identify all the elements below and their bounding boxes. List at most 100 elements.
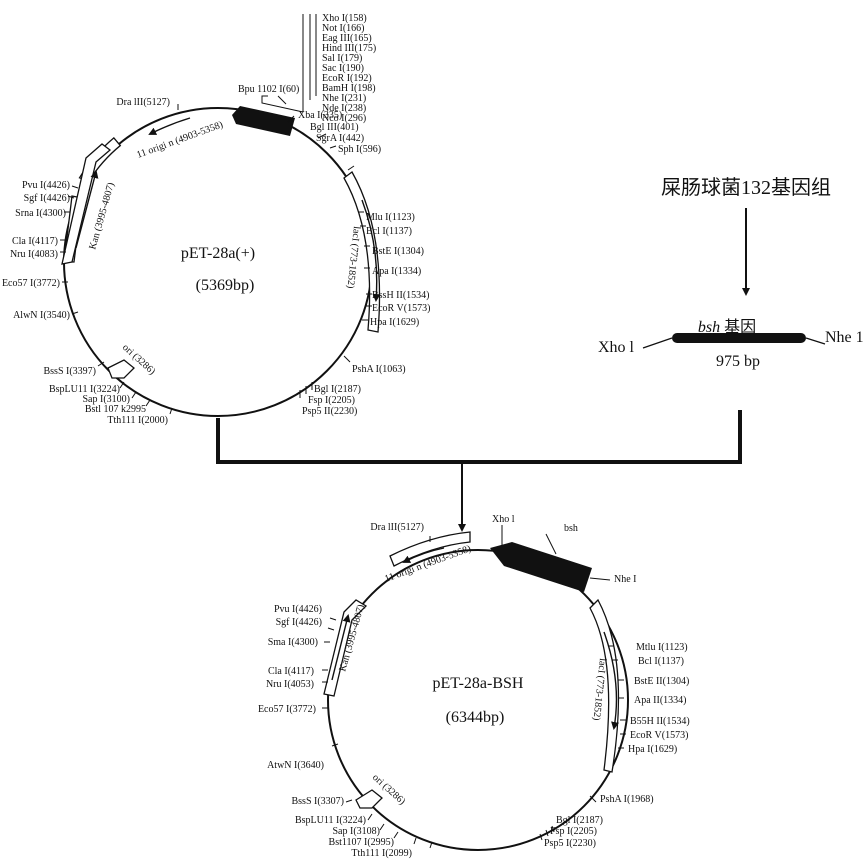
bottom-left-site: Eco57 I(3772) (258, 704, 316, 715)
top-left-site: BspLU11 I(3224) (49, 384, 120, 395)
top-mcs-site: BamH I(198) (322, 83, 376, 94)
bottom-insert-xho: Xho l (492, 514, 515, 525)
top-mcs-site: EcoR I(192) (322, 73, 372, 84)
plasmid-bottom: pET-28a-BSH (6344bp) 11 origi n (4903-53… (258, 514, 690, 859)
top-right-site: Bgl I(2187) (314, 384, 361, 395)
top-mcs-site: Eag III(165) (322, 33, 372, 44)
top-left-site: Sgf I(4426) (24, 193, 70, 204)
top-left-site: BssS I(3397) (43, 366, 96, 377)
bottom-left-site: Tth111 I(2099) (351, 848, 412, 859)
bottom-right-site: Hpa I(1629) (628, 744, 677, 755)
insert-panel: 屎肠球菌132基因组 bsh 基因 Xho l Nhe 1 975 bp (598, 176, 864, 370)
bottom-left-site: Pvu I(4426) (274, 604, 322, 615)
plasmid-top: pET-28a(+) (5369bp) 11 origi n (4903-535… (2, 13, 430, 426)
bottom-left-site: Sgf I(4426) (276, 617, 322, 628)
top-mcs-block (232, 106, 295, 136)
bottom-right-site: Fsp I(2205) (550, 826, 597, 837)
top-mcs-site: Nhe I(231) (322, 93, 366, 104)
gene-name: bsh (698, 319, 720, 336)
bottom-right-site: EcoR V(1573) (630, 730, 688, 741)
top-left-site: Bstl 107 k2995 (85, 404, 146, 415)
bottom-bsh-block (490, 542, 592, 592)
top-right-site: Mlu I(1123) (366, 212, 415, 223)
bottom-insert-nhe: Nhe I (614, 574, 637, 585)
top-right-site: Apa I(1334) (372, 266, 421, 277)
top-right-site: EcoR V(1573) (372, 303, 430, 314)
gene-right-site: Nhe 1 (825, 329, 864, 346)
bottom-left-site: Nru I(4053) (266, 679, 314, 690)
top-mcs-site: Not I(166) (322, 23, 365, 34)
gene-length: 975 bp (716, 353, 760, 370)
bottom-left-site-list: Dra lII(5127) Pvu I(4426) Sgf I(4426) Sm… (258, 522, 424, 859)
top-plasmid-size: (5369bp) (196, 277, 255, 294)
ligation-connector (216, 410, 742, 532)
top-right-site: BstE I(1304) (372, 246, 424, 257)
top-mcs-site: Nde I(238) (322, 103, 366, 114)
top-right-site-list: Xba I(335) Bgl III(401) SgrA I(442) Sph … (298, 110, 430, 417)
bottom-left-site: AtwN I(3640) (267, 760, 324, 771)
top-right-site: Hpa I(1629) (370, 317, 419, 328)
bottom-plasmid-name: pET-28a-BSH (433, 675, 524, 692)
gene-title: bsh 基因 (698, 318, 756, 336)
bottom-left-site: Cla I(4117) (268, 666, 314, 677)
plasmid-bottom-backbone (327, 549, 629, 851)
top-left-site: Tth111 I(2000) (107, 415, 168, 426)
top-right-site: Sph I(596) (338, 144, 381, 155)
top-kan-label: Kan (3995-4807) (87, 181, 117, 251)
bottom-ori-arrow (355, 789, 383, 809)
top-right-site: SgrA I(442) (316, 133, 364, 144)
bsh-gene-bar (672, 333, 806, 343)
top-mcs-site: Xho I(158) (322, 13, 367, 24)
gene-left-site: Xho l (598, 339, 635, 356)
top-mcs-site: Sac I(190) (322, 63, 364, 74)
top-left-site: Pvu I(4426) (22, 180, 70, 191)
top-plasmid-name: pET-28a(+) (181, 245, 255, 262)
bottom-right-site: PshA I(1968) (600, 794, 654, 805)
top-left-site: Cla I(4117) (12, 236, 58, 247)
bottom-right-site: Psp5 I(2230) (544, 838, 596, 849)
genome-title: 屎肠球菌132基因组 (661, 176, 831, 199)
bottom-right-site: B55H II(1534) (630, 716, 690, 727)
top-mcs-site: Nco I(296) (322, 113, 366, 124)
top-left-site-list: Dra lII(5127) Pvu I(4426) Sgf I(4426) Sr… (2, 97, 170, 426)
bottom-left-site: Sma I(4300) (268, 637, 318, 648)
top-mcs-bracket (261, 14, 317, 113)
top-laci-box (343, 171, 381, 333)
top-right-site: Psp5 II(2230) (302, 406, 357, 417)
top-kan-box (61, 143, 112, 265)
bottom-left-site: BssS I(3307) (291, 796, 344, 807)
bottom-laci-label: lacI (773-1852) (590, 658, 607, 721)
top-right-site: BssH II(1534) (372, 290, 430, 301)
top-right-site: Bcl I(1137) (366, 226, 412, 237)
gene-suffix: 基因 (720, 318, 756, 336)
top-left-site: Eco57 I(3772) (2, 278, 60, 289)
bottom-left-site: Dra lII(5127) (370, 522, 424, 533)
bottom-right-site: Mtlu I(1123) (636, 642, 688, 653)
top-left-site: Srna I(4300) (15, 208, 66, 219)
top-left-site: Nru I(4083) (10, 249, 58, 260)
top-right-site: Bgl III(401) (310, 122, 359, 133)
top-left-site: Dra lII(5127) (116, 97, 170, 108)
bottom-right-site: Bgl I(2187) (556, 815, 603, 826)
top-right-site: PshA I(1063) (352, 364, 406, 375)
top-left-site: AlwN I(3540) (13, 310, 70, 321)
top-right-site: Xba I(335) (298, 110, 342, 121)
bottom-plasmid-size: (6344bp) (446, 709, 505, 726)
top-mcs-site: Sal I(179) (322, 53, 362, 64)
bottom-right-site: Apa II(1334) (634, 695, 686, 706)
bottom-right-site: BstE II(1304) (634, 676, 689, 687)
top-laci-label: lacI (773-1852) (344, 226, 361, 289)
bottom-insert-bsh: bsh (564, 523, 578, 534)
bottom-right-site: Bcl I(1137) (638, 656, 684, 667)
top-mcs-site: Hind III(175) (322, 43, 376, 54)
bottom-right-site-list: Mtlu I(1123) Bcl I(1137) BstE II(1304) A… (544, 642, 690, 849)
bottom-left-site: Bst1107 I(2995) (329, 837, 394, 848)
bottom-left-site: BspLU11 I(3224) (295, 815, 366, 826)
top-mcs-site-list: Xho I(158) Not I(166) Eag III(165) Hind … (322, 13, 376, 124)
top-right-site: Fsp I(2205) (308, 395, 355, 406)
top-left-site: Sap I(3100) (83, 394, 131, 405)
top-bpu-site: Bpu 1102 I(60) (238, 84, 299, 95)
bottom-left-site: Sap I(3108) (333, 826, 381, 837)
top-ori-arrow (107, 359, 135, 379)
